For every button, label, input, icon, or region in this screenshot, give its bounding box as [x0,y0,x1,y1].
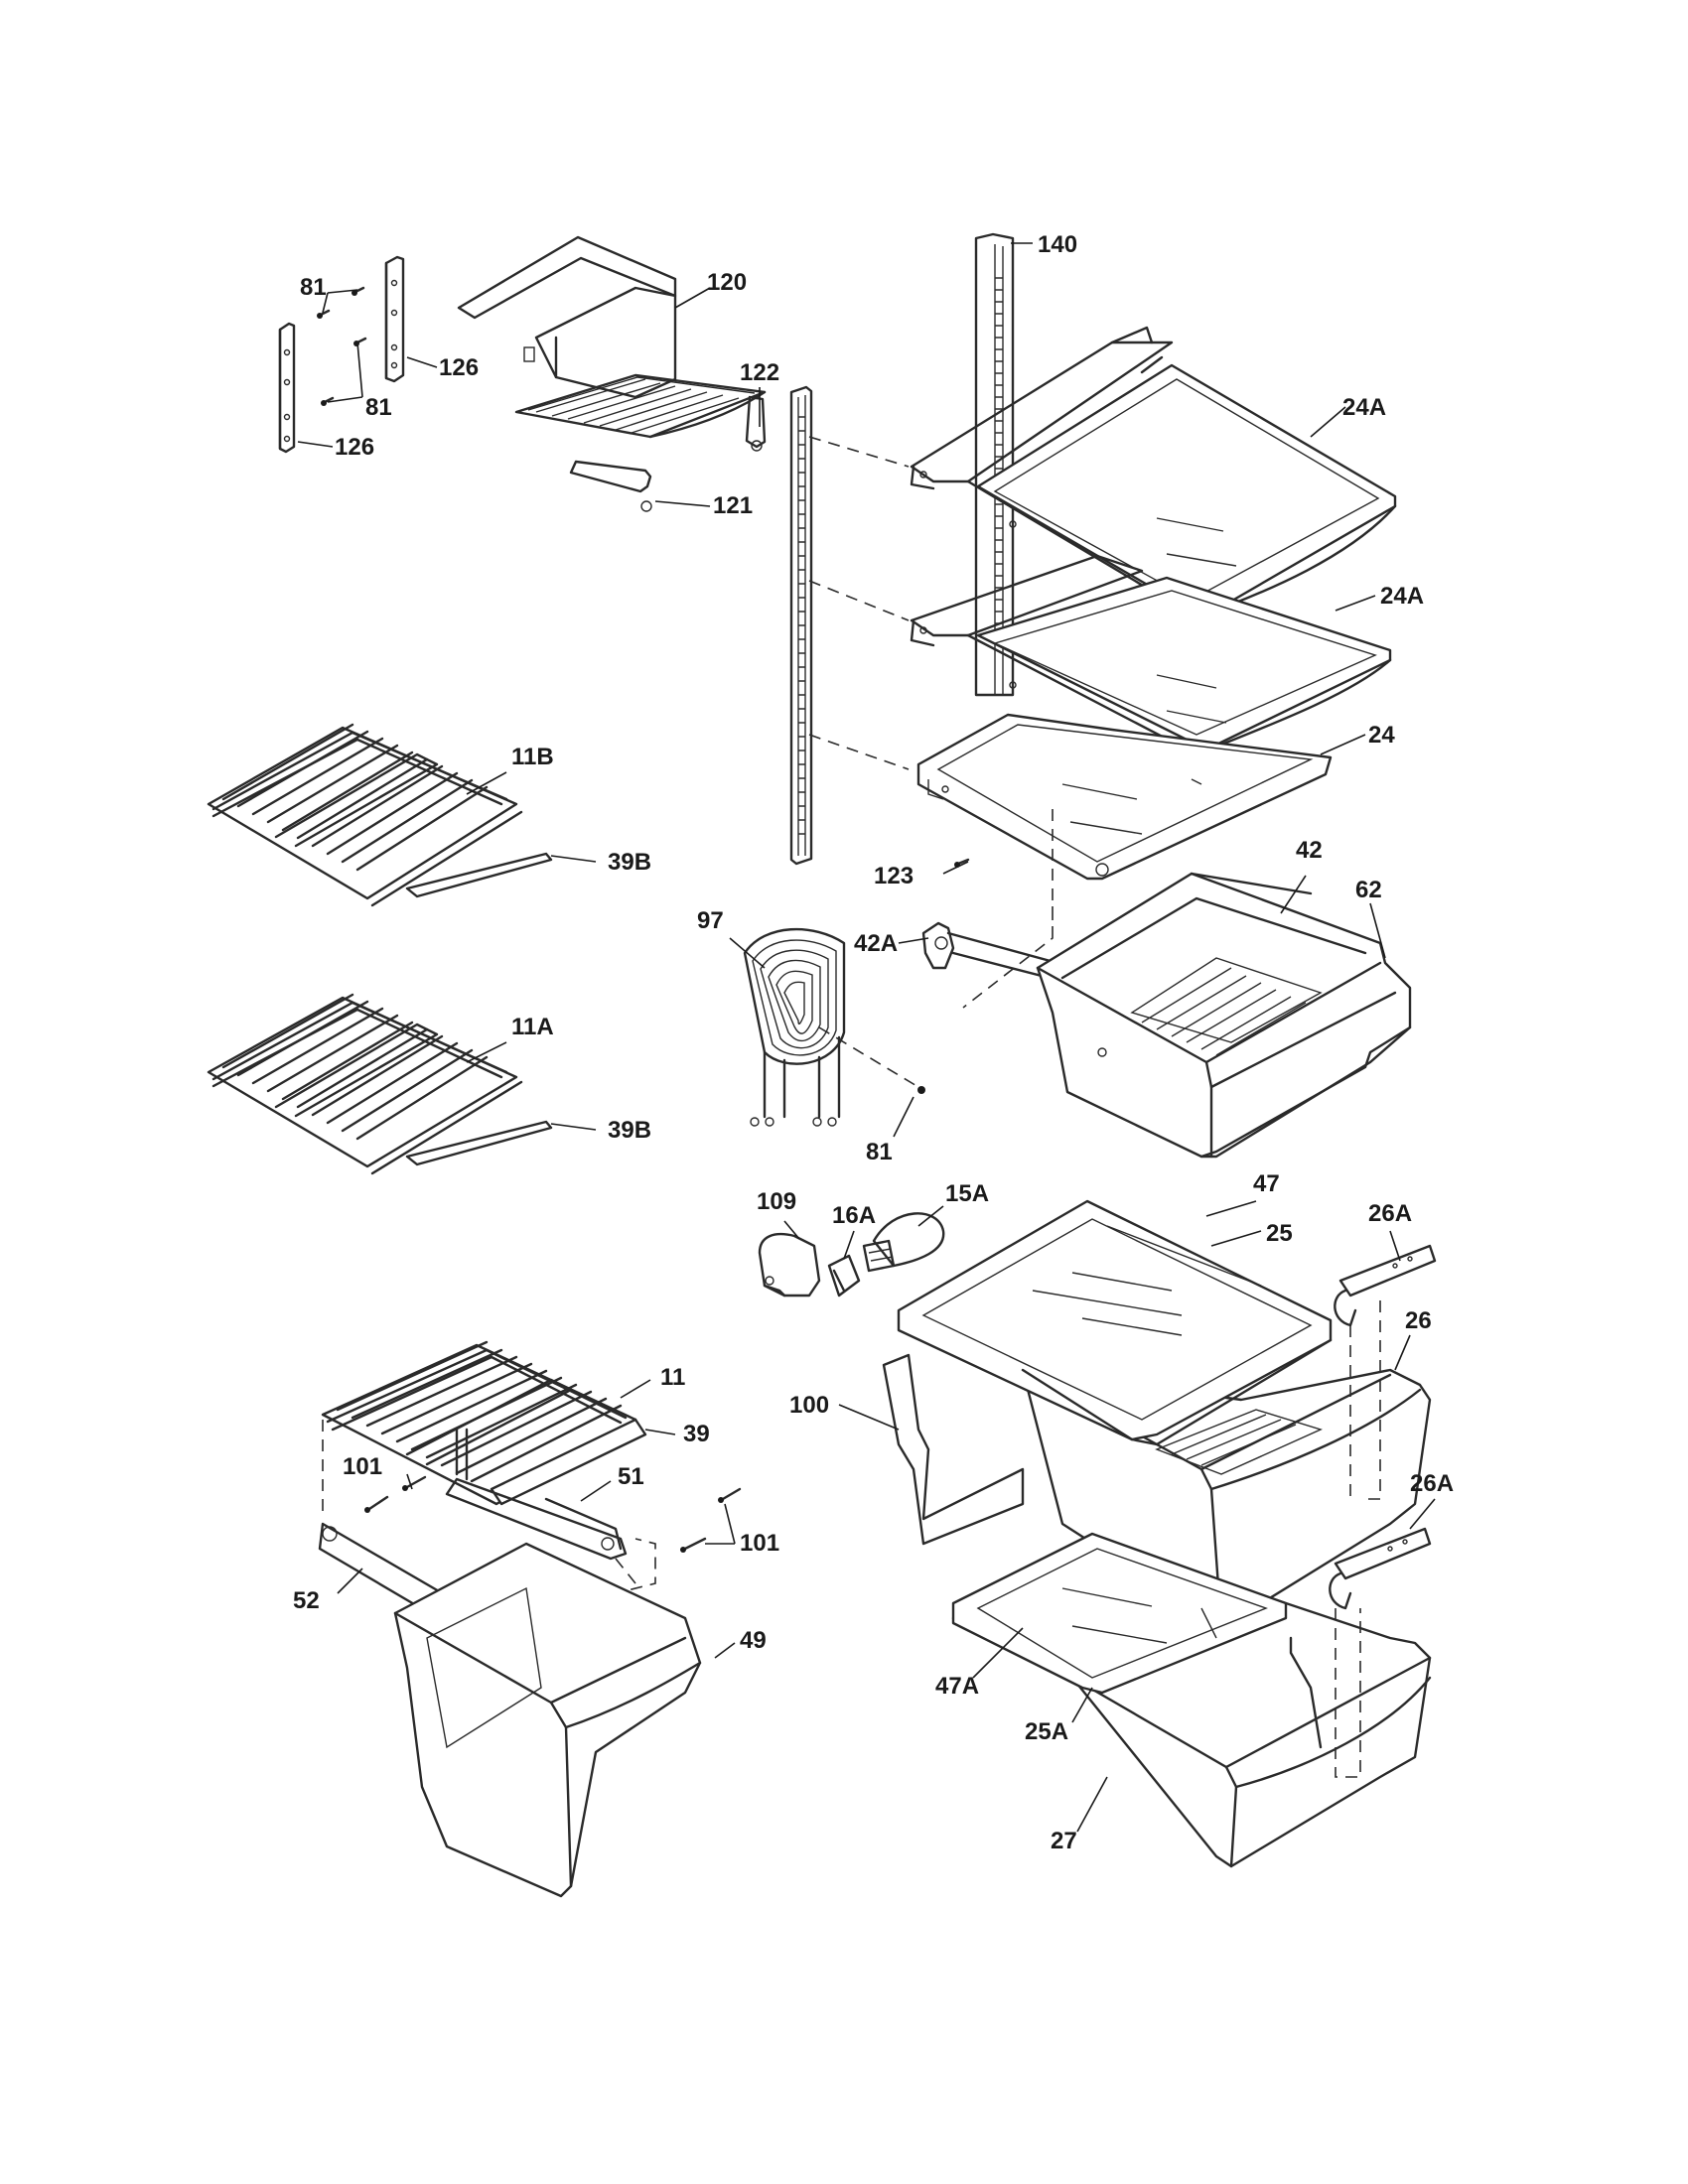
wire-shelf-11a [207,993,523,1175]
screw-81-coil [917,1086,925,1094]
callout-101: 101 [343,1453,382,1480]
callout-97: 97 [697,907,724,934]
crisper-cover-25 [897,1199,1333,1446]
callout-39b: 39B [608,1117,651,1144]
trim-39b-upper [405,852,553,898]
bulb-15a [862,1212,945,1273]
callout-140: 140 [1038,231,1077,258]
leader-lines [297,242,1436,1833]
callout-16a: 16A [832,1202,876,1229]
callout-52: 52 [293,1587,320,1614]
cover-25a [951,1532,1288,1695]
light-cover-109 [758,1232,821,1297]
rail-51 [445,1477,628,1561]
wire-shelf-11b [207,723,523,907]
callout-122: 122 [740,359,779,386]
callout-11b: 11B [511,744,554,770]
drawer-42-62 [1036,872,1412,1159]
callout-25: 25 [1266,1220,1293,1247]
shelf-24 [916,713,1333,881]
callout-120: 120 [707,269,747,296]
callout-123: 123 [874,863,914,889]
bracket-126-left [278,322,296,454]
callout-27: 27 [1051,1828,1077,1854]
bracket-126-right [384,255,405,383]
callout-47: 47 [1253,1170,1280,1197]
callout-26a: 26A [1368,1200,1412,1227]
trim-39 [490,1418,647,1506]
callout-11: 11 [660,1364,685,1391]
callout-11a: 11A [511,1014,554,1040]
ladder-rail [789,385,813,866]
callout-15a: 15A [945,1180,989,1207]
callout-24a: 24A [1342,394,1386,421]
trim-39b-lower [405,1120,553,1166]
callout-24: 24 [1368,722,1395,749]
callout-126: 126 [335,434,374,461]
screws-101 [364,1475,742,1553]
glass-shelf-24a-lower [910,554,1392,756]
callout-109: 109 [757,1188,796,1215]
socket-16a [827,1254,861,1297]
callout-39b: 39B [608,849,651,876]
callout-49: 49 [740,1627,767,1654]
screw-123 [954,858,970,868]
callout-81: 81 [866,1139,893,1165]
bracket-26a-lower [1329,1527,1432,1610]
callout-25a: 25A [1025,1718,1068,1745]
screws-81 [317,286,367,406]
callout-42: 42 [1296,837,1323,864]
callout-26a: 26A [1410,1470,1454,1497]
callout-62: 62 [1355,877,1382,903]
callout-81: 81 [300,274,327,301]
callout-39: 39 [683,1421,710,1447]
bracket-26a-upper [1334,1244,1437,1327]
deli-tray-120 [457,235,767,439]
cover-122 [745,395,767,452]
coil-97 [743,927,846,1127]
bin-49 [393,1542,702,1898]
callout-42a: 42A [854,930,898,957]
callout-24a: 24A [1380,583,1424,610]
callout-51: 51 [618,1463,644,1490]
callout-126: 126 [439,354,479,381]
frame-100 [882,1353,1025,1546]
callout-121: 121 [713,492,753,519]
callout-101: 101 [740,1530,779,1557]
callout-labels: 140 120 81 126 81 126 122 121 24A 24A 24… [293,231,1454,1854]
callout-26: 26 [1405,1307,1432,1334]
glass-shelf-24a-upper [910,326,1397,619]
callout-81: 81 [365,394,392,421]
callout-100: 100 [789,1392,829,1419]
rail-121 [569,460,652,512]
callout-47a: 47A [935,1673,979,1700]
